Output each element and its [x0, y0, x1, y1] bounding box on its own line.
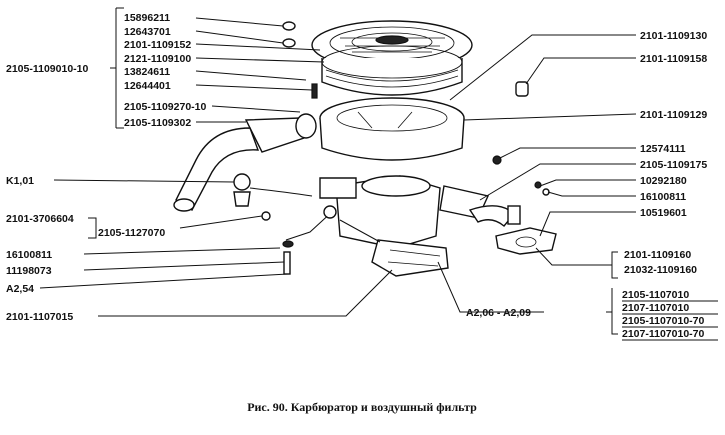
- nut-small: [492, 155, 502, 165]
- carburetor-assembly: [233, 173, 557, 277]
- label-a2-54: A2,54: [6, 283, 34, 295]
- label-2121-1109100: 2121-1109100: [124, 53, 191, 65]
- label-15896211: 15896211: [124, 12, 170, 24]
- label-2105-1109270-10: 2105-1109270-10: [124, 101, 206, 113]
- vacuum-hose: [468, 205, 515, 227]
- washer: [282, 21, 296, 31]
- filter-housing: [319, 117, 465, 161]
- air-filter-assembly: [173, 20, 529, 212]
- label-10292180: 10292180: [640, 175, 687, 187]
- label-13824611: 13824611: [124, 66, 170, 78]
- mounting-plate: [495, 227, 557, 255]
- seal-ring: [282, 38, 296, 48]
- label-12644401: 12644401: [124, 80, 171, 92]
- label-2105-1109302: 2105-1109302: [124, 117, 191, 129]
- label-k1-01: K1,01: [6, 175, 34, 187]
- label-16100811-right: 16100811: [640, 191, 686, 203]
- label-2105-1107010: 2105-1107010: [622, 289, 689, 301]
- stud-bolt: [283, 251, 291, 275]
- label-2105-1107010-70: 2105-1107010-70: [622, 315, 704, 327]
- filter-cap: [515, 81, 529, 97]
- label-2105-1127070: 2105-1127070: [98, 227, 165, 239]
- carb-left-housing: [319, 177, 357, 199]
- label-12574111: 12574111: [640, 143, 686, 155]
- carb-base-flange: [371, 239, 449, 277]
- label-a2-06-a2-09: A2,06 - A2,09: [466, 307, 531, 319]
- label-2105-1109175: 2105-1109175: [640, 159, 707, 171]
- label-10519601: 10519601: [640, 207, 687, 219]
- label-2107-1107010-70: 2107-1107010-70: [622, 328, 704, 340]
- label-16100811-left: 16100811: [6, 249, 52, 261]
- label-11198073: 11198073: [6, 265, 52, 277]
- label-2101-3706604: 2101-3706604: [6, 213, 74, 225]
- label-21032-1109160: 21032-1109160: [624, 264, 697, 276]
- label-2101-1109160: 2101-1109160: [624, 249, 691, 261]
- cover-bolt: [311, 83, 318, 99]
- label-12643701: 12643701: [124, 26, 171, 38]
- figure-caption: Рис. 90. Карбюратор и воздушный фильтр: [247, 400, 477, 414]
- label-2101-1107015: 2101-1107015: [6, 311, 73, 323]
- label-2105-1109010-10: 2105-1109010-10: [6, 63, 88, 75]
- label-2101-1109129: 2101-1109129: [640, 109, 707, 121]
- label-2101-1109152: 2101-1109152: [124, 39, 191, 51]
- label-2101-1109130: 2101-1109130: [640, 30, 707, 42]
- idle-valve: [233, 173, 251, 191]
- cover-nut: [375, 35, 409, 45]
- part-labels: 15896211 12643701 2101-1109152 2121-1109…: [6, 12, 707, 340]
- label-2107-1107010: 2107-1107010: [622, 302, 689, 314]
- fitting: [507, 205, 521, 225]
- filter-element: [321, 58, 463, 96]
- leader-lines: [39, 7, 637, 335]
- label-2101-1109158: 2101-1109158: [640, 53, 707, 65]
- label-underlines: [622, 300, 718, 341]
